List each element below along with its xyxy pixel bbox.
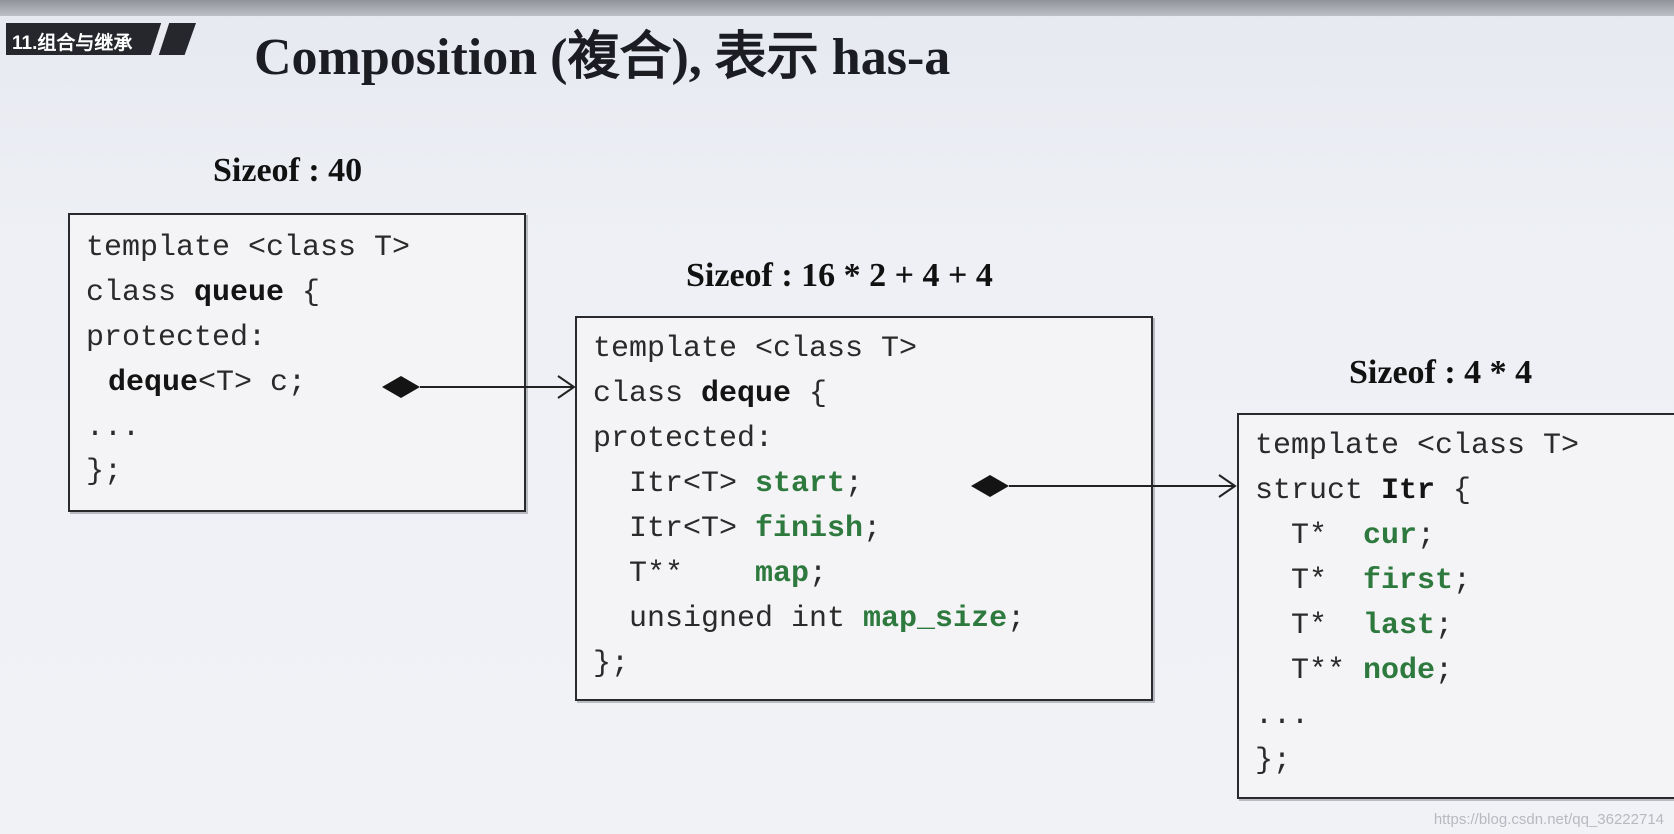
code-line: T* last; [1255,611,1453,641]
chapter-tag-background [6,23,196,55]
code-text: ; [845,467,864,501]
code-line: ... [86,411,141,445]
class-name: queue [194,276,285,310]
code-line: struct Itr { [1255,476,1471,506]
code-line: template <class T> [86,231,411,265]
code-text: struct [1255,474,1382,508]
code-line: T* cur; [1255,521,1435,551]
composition-diamond-icon [382,376,420,398]
code-text: ; [1007,602,1026,636]
code-text: { [1435,474,1472,508]
member-name: first [1363,564,1454,598]
composition-diamond-icon [971,475,1009,497]
member-type: Itr<T> [593,467,756,501]
code-line: protected: [593,422,774,456]
member-name: last [1363,609,1436,643]
code-line: }; [86,455,123,489]
code-line: template <class T> [593,332,918,366]
code-text: class [86,276,195,310]
class-name: deque [701,377,792,411]
deque-sizeof-label: Sizeof : 16 * 2 + 4 + 4 [686,257,993,294]
code-line: T** map; [593,559,827,589]
code-line: class deque { [593,379,827,409]
member-name: cur [1363,519,1418,553]
code-line: class queue { [86,278,320,308]
member-name: map [755,557,810,591]
code-line: unsigned int map_size; [593,604,1025,634]
member-type: Itr<T> [593,512,756,546]
member-type: unsigned int [593,602,864,636]
code-text: ; [1417,519,1436,553]
code-line: deque<T> c; [108,368,306,398]
code-text: ; [863,512,882,546]
code-line: }; [1255,744,1292,778]
code-line: Itr<T> finish; [593,514,881,544]
code-line: ... [1255,699,1310,733]
member-name: finish [755,512,864,546]
queue-code-box: template <class T> class queue { protect… [68,213,526,512]
top-shadow-bar [0,0,1674,16]
queue-to-deque-arrow [382,375,576,399]
code-line: Itr<T> start; [593,469,863,499]
member-name: map_size [863,602,1008,636]
code-text: <T> c; [198,366,307,400]
itr-code-box: template <class T> struct Itr { T* cur; … [1237,413,1674,799]
queue-sizeof-label: Sizeof : 40 [213,152,363,189]
code-text: { [284,276,321,310]
code-text: ; [1435,654,1454,688]
code-text: ; [809,557,828,591]
deque-code-box: template <class T> class deque { protect… [575,316,1153,701]
member-type: T** [1255,654,1364,688]
deque-to-itr-arrow [971,474,1237,498]
code-text: ; [1435,609,1454,643]
code-line: T** node; [1255,656,1453,686]
code-text: class [593,377,702,411]
code-line: template <class T> [1255,429,1580,463]
member-type: T* [1255,609,1364,643]
slide-title: Composition (複合), 表示 has-a [254,29,951,86]
arrowhead-icon [1218,474,1237,498]
code-text: ; [1453,564,1472,598]
member-type: deque [108,366,199,400]
member-type: T* [1255,519,1364,553]
code-line: protected: [86,321,267,355]
member-type: T* [1255,564,1364,598]
code-line: }; [593,647,630,681]
member-name: node [1363,654,1436,688]
code-line: T* first; [1255,566,1471,596]
itr-sizeof-label: Sizeof : 4 * 4 [1349,354,1533,391]
arrowhead-icon [557,375,576,399]
chapter-tag: 11.组合与继承 [12,33,133,54]
class-name: Itr [1381,474,1436,508]
code-text: { [791,377,828,411]
member-type: T** [593,557,756,591]
watermark-url: https://blog.csdn.net/qq_36222714 [1433,811,1664,828]
member-name: start [755,467,846,501]
